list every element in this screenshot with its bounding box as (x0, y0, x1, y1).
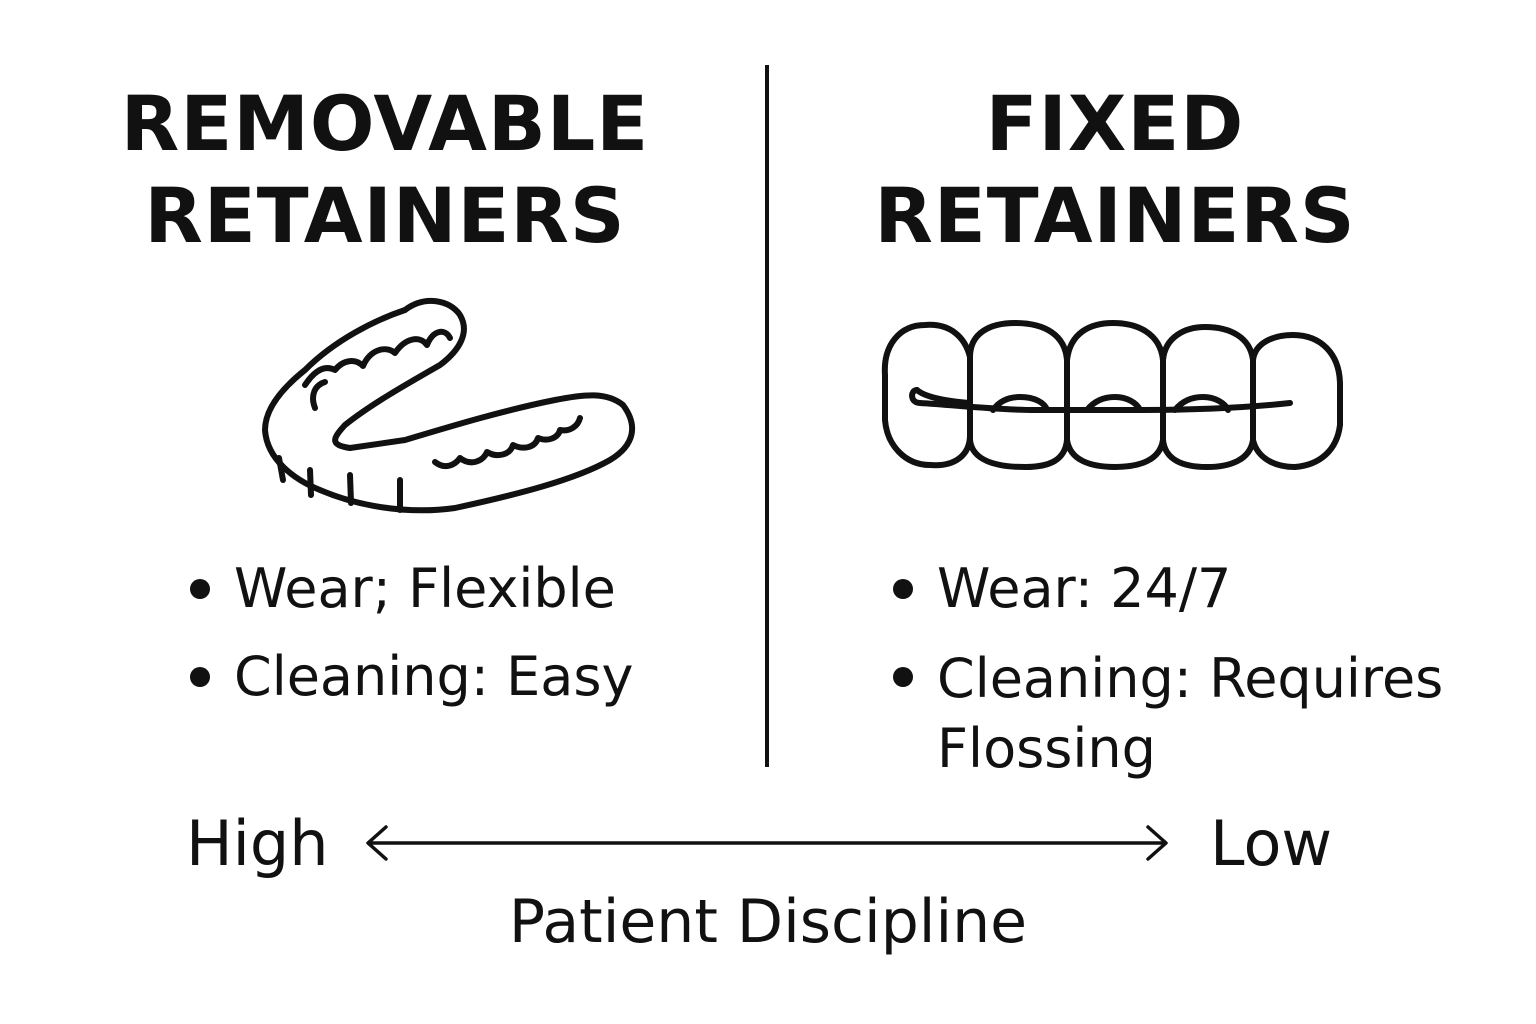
removable-title-line-2: RETAINERS (144, 171, 626, 260)
feature-text: Wear; Flexible (234, 557, 616, 620)
bullet-icon (190, 579, 210, 599)
removable-retainers-panel: REMOVABLE RETAINERS (0, 0, 766, 800)
bullet-icon (190, 667, 210, 687)
fixed-retainer-teeth-icon (881, 320, 1343, 470)
scale-high-label: High (186, 807, 329, 880)
feature-text: Wear: 24/7 (937, 557, 1232, 620)
scale-low-label: Low (1210, 807, 1333, 880)
fixed-features-list: Wear: 24/7 Cleaning: Requires Flossing (893, 556, 1453, 806)
bullet-icon (893, 667, 913, 687)
fixed-title-line-1: FIXED (985, 79, 1245, 168)
fixed-feature-wear: Wear: 24/7 (893, 556, 1453, 622)
scale-title: Patient Discipline (508, 887, 1028, 957)
feature-text: Cleaning: Requires Flossing (937, 647, 1444, 780)
bullet-icon (893, 579, 913, 599)
removable-feature-cleaning: Cleaning: Easy (190, 644, 710, 710)
removable-retainer-icon (262, 297, 635, 514)
fixed-retainers-title: FIXED RETAINERS (770, 78, 1460, 262)
fixed-title-line-2: RETAINERS (874, 171, 1356, 260)
feature-text: Cleaning: Easy (234, 645, 634, 708)
removable-title-line-1: REMOVABLE (120, 79, 650, 168)
removable-feature-wear: Wear; Flexible (190, 556, 710, 622)
fixed-feature-cleaning: Cleaning: Requires Flossing (893, 644, 1453, 784)
center-divider (765, 65, 769, 767)
double-headed-arrow-icon (366, 825, 1168, 861)
removable-retainers-title: REMOVABLE RETAINERS (40, 78, 730, 262)
removable-features-list: Wear; Flexible Cleaning: Easy (190, 556, 710, 732)
fixed-retainers-panel: FIXED RETAINERS (770, 0, 1536, 800)
